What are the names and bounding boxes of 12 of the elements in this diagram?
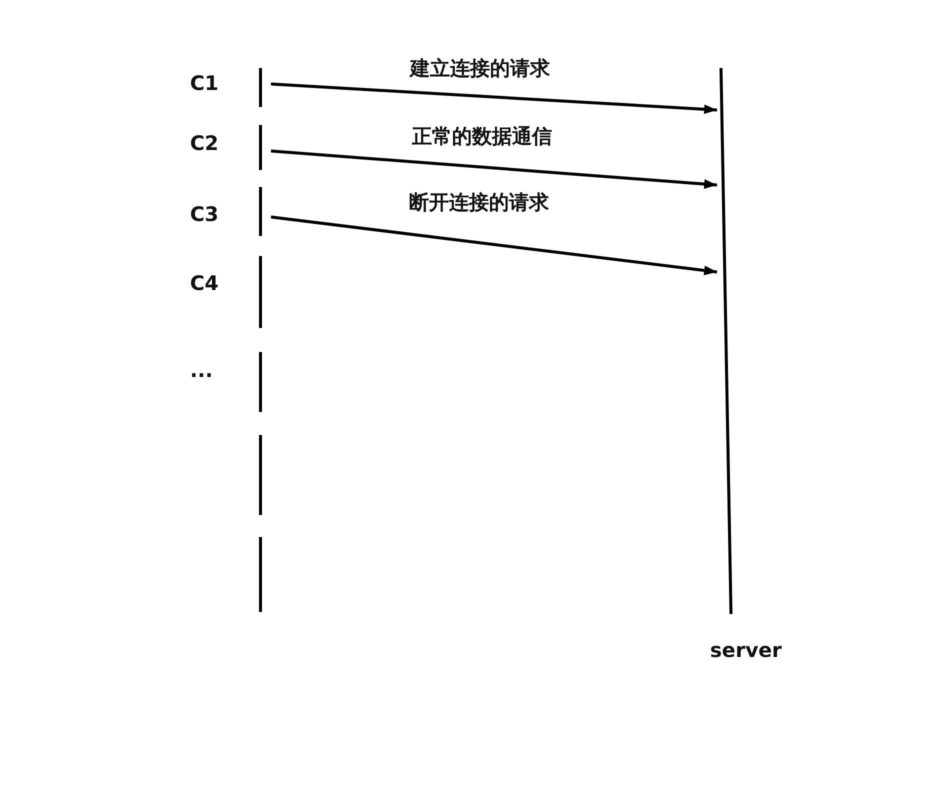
- edge-label: 断开连接的请求: [407, 190, 551, 214]
- client-label: C3: [190, 202, 219, 226]
- client-label: C4: [190, 271, 219, 295]
- client-label: ...: [190, 358, 213, 382]
- client-label: C1: [190, 71, 219, 95]
- edge-label: 正常的数据通信: [410, 124, 554, 148]
- client-label: C2: [190, 131, 219, 155]
- arrow: [270, 216, 718, 276]
- arrow: [270, 150, 718, 189]
- arrow: [270, 82, 718, 114]
- edge-label: 建立连接的请求: [408, 56, 552, 80]
- server-label: server: [710, 638, 782, 662]
